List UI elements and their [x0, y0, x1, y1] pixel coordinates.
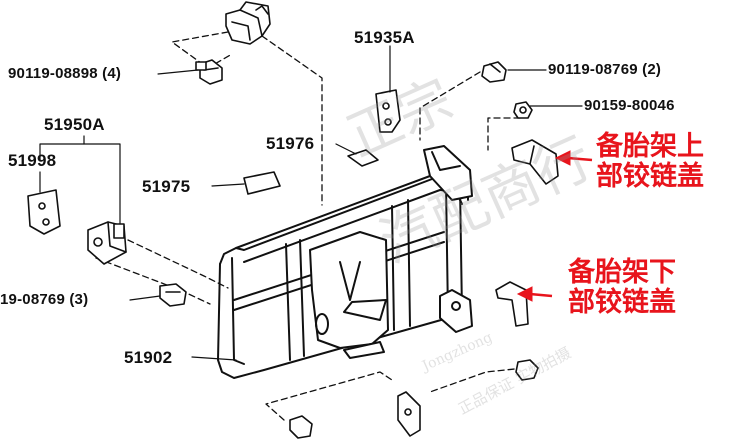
red-arrows: [516, 150, 593, 302]
carrier-frame-51902: [217, 145, 473, 379]
bolt-top-right: [481, 61, 507, 83]
lower-hinge-cover: [495, 281, 529, 327]
bolt-top-left: [195, 59, 223, 85]
part-label-bolt-top-right: 90119-08769 (2): [548, 61, 662, 78]
callout-lower-line1: 备胎架下: [568, 257, 676, 288]
part-label-bolt-left: 19-08769 (3): [0, 291, 89, 308]
bolt-left: [159, 283, 187, 307]
part-label-51976: 51976: [266, 134, 315, 153]
bottom-bracket: [397, 391, 421, 437]
hinge-51950a: [87, 221, 127, 265]
pad-51975: [243, 171, 281, 195]
label-leaders: [39, 45, 583, 361]
top-hinge-bracket: [225, 1, 271, 45]
part-label-51935a: 51935A: [354, 28, 415, 47]
callout-upper-line1: 备胎架上: [596, 131, 704, 162]
part-label-51975: 51975: [142, 177, 191, 196]
nut-90159: [513, 101, 533, 119]
part-label-bolt-top-left: 90119-08898 (4): [8, 65, 122, 82]
bolt-bottom: [289, 415, 313, 439]
part-label-51998: 51998: [8, 151, 57, 170]
callout-upper-hinge-cover: 备胎架上 部铰链盖: [596, 132, 704, 192]
part-label-90159: 90159-80046: [584, 97, 675, 114]
bracket-51935a: [375, 89, 401, 133]
callout-lower-hinge-cover: 备胎架下 部铰链盖: [568, 258, 676, 318]
bolt-bottom-right: [515, 359, 539, 381]
plate-51998: [27, 189, 61, 235]
upper-hinge-cover: [511, 139, 559, 185]
callout-lower-line2: 部铰链盖: [568, 287, 676, 318]
callout-upper-line2: 部铰链盖: [596, 161, 704, 192]
part-label-51902: 51902: [124, 348, 173, 367]
part-label-51950a: 51950A: [44, 115, 105, 134]
